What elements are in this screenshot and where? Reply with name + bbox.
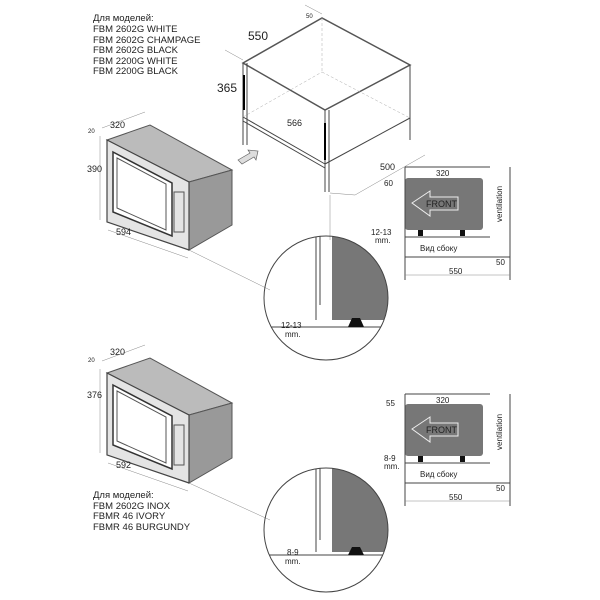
cabinet-height: 365 <box>217 81 237 95</box>
model-item: FBMR 46 BURGUNDY <box>93 522 191 533</box>
model-item: FBM 2602G CHAMPAGE <box>93 35 201 46</box>
microwave-1-drawing: 320 20 390 594 <box>87 111 234 259</box>
models-heading: Для моделей: <box>93 490 154 501</box>
front-arrow-icon <box>411 190 459 217</box>
models-heading: Для моделей: <box>93 13 154 24</box>
side1-unit: mm. <box>375 236 391 245</box>
mw2-width: 592 <box>116 460 131 470</box>
mw1-height: 390 <box>87 164 102 174</box>
detail1-unit: mm. <box>285 330 301 339</box>
side-view-2: FRONT 320 55 8-9 mm. Вид сбоку 50 550 ve… <box>384 393 511 506</box>
detail2-unit: mm. <box>285 557 301 566</box>
side2-top: 55 <box>386 399 395 408</box>
mw1-depth: 320 <box>110 120 125 130</box>
side2-back: 50 <box>496 484 505 493</box>
cabinet-drawing: 550 365 566 500 50 <box>217 4 426 196</box>
front-arrow-icon <box>411 416 459 443</box>
bottom-model-list: Для моделей: FBM 2602G INOX FBMR 46 IVOR… <box>93 490 191 533</box>
cabinet-inner: 566 <box>287 118 302 128</box>
model-item: FBM 2200G BLACK <box>93 66 179 77</box>
ventilation-label: ventilation <box>495 414 504 450</box>
model-item: FBM 2602G WHITE <box>93 24 177 35</box>
side1-back: 50 <box>496 258 505 267</box>
mw2-depth: 320 <box>110 347 125 357</box>
side1-depth: 320 <box>436 169 450 178</box>
side1-gap: 12-13 <box>371 228 392 237</box>
cabinet-width: 550 <box>248 29 268 43</box>
insert-arrow-icon <box>237 149 259 165</box>
mw2-frame: 20 <box>88 358 95 364</box>
detail-circle-2: 8-9 mm. <box>188 467 389 593</box>
mw1-width: 594 <box>116 227 131 237</box>
side1-caption: Вид сбоку <box>420 244 457 253</box>
detail2-gap: 8-9 <box>287 548 299 557</box>
model-item: FBM 2602G BLACK <box>93 45 179 56</box>
side-view-1: FRONT 320 60 12-13 mm. Вид сбоку 50 550 … <box>371 166 511 280</box>
detail1-gap: 12-13 <box>281 321 302 330</box>
mw2-height: 376 <box>87 390 102 400</box>
front-label: FRONT <box>426 199 457 209</box>
side2-depth: 320 <box>436 396 450 405</box>
top-model-list: Для моделей: FBM 2602G WHITE FBM 2602G C… <box>93 13 201 77</box>
microwave-2-drawing: 320 20 376 592 <box>87 344 234 492</box>
front-label: FRONT <box>426 425 457 435</box>
side1-total: 550 <box>449 267 463 276</box>
side2-gap: 8-9 <box>384 454 396 463</box>
model-item: FBM 2602G INOX <box>93 501 171 512</box>
mw1-frame: 20 <box>88 129 95 135</box>
cabinet-depth: 500 <box>380 162 395 172</box>
side2-caption: Вид сбоку <box>420 470 457 479</box>
side1-top: 60 <box>384 179 393 188</box>
model-item: FBM 2200G WHITE <box>93 56 177 67</box>
side2-unit: mm. <box>384 462 400 471</box>
side2-total: 550 <box>449 493 463 502</box>
ventilation-label: ventilation <box>495 186 504 222</box>
cabinet-top-gap: 50 <box>306 14 313 20</box>
model-item: FBMR 46 IVORY <box>93 511 166 522</box>
